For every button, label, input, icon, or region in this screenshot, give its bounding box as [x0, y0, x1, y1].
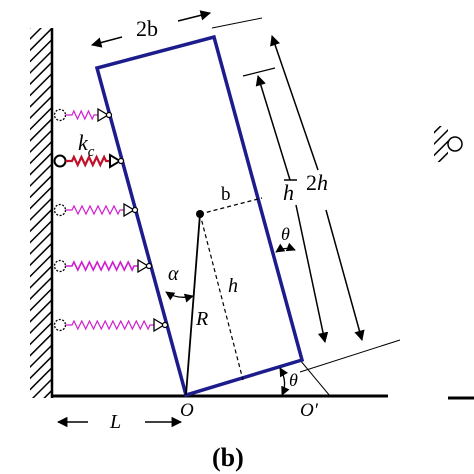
- theta-upper-arc: [275, 242, 296, 253]
- spring-anchor: [53, 203, 67, 217]
- adjacent-figure-node: [447, 136, 463, 152]
- theta-lower-arc: [279, 367, 290, 396]
- spring-coil: [65, 154, 110, 168]
- label-pivot-o: O: [180, 400, 194, 421]
- hbar-top-tick: [242, 67, 276, 77]
- label-h-bar: h: [283, 180, 294, 205]
- figure-caption: (b): [212, 443, 244, 472]
- spring-contact: [137, 258, 150, 274]
- label-alpha: α: [168, 263, 179, 285]
- hbar-arrow-top: [255, 74, 291, 181]
- spring-anchor: [53, 154, 67, 168]
- wall-hatching: [30, 28, 52, 398]
- label-spring-constant: kc: [78, 130, 95, 160]
- spring-contact: [153, 317, 166, 333]
- reference-line-bottom: [299, 339, 401, 373]
- spring-coil: [65, 260, 138, 272]
- spring-contact-point: [161, 321, 169, 329]
- alpha-arc: [165, 291, 194, 303]
- adjacent-figure-wall: [434, 126, 448, 162]
- spring-contact: [97, 107, 110, 123]
- spring-anchor: [53, 108, 67, 122]
- label-height: h: [228, 275, 238, 297]
- height-dashed: [199, 213, 244, 381]
- label-radius: R: [195, 308, 208, 330]
- hbar-arrow-bottom: [295, 204, 329, 344]
- spring-contact: [123, 202, 136, 218]
- width-arrow-right: [177, 10, 212, 22]
- label-width: 2b: [136, 16, 158, 41]
- radius-line: [185, 213, 201, 396]
- label-theta-upper: θ: [281, 224, 290, 244]
- label-theta-lower: θ: [289, 370, 298, 390]
- reference-line-theta: [299, 359, 331, 397]
- full-height-arrow-bottom: [325, 209, 365, 342]
- spring-contact-point: [117, 157, 125, 165]
- spring-contact-point: [131, 206, 139, 214]
- rocking-block: [94, 34, 305, 398]
- spring-contact-point: [145, 262, 153, 270]
- spring-contact: [109, 153, 122, 169]
- spring-coil: [65, 204, 124, 216]
- spring-anchor: [53, 259, 67, 273]
- label-half-width: b: [221, 184, 231, 205]
- spring-array: [53, 107, 169, 333]
- spring-anchor: [53, 318, 67, 332]
- full-height-arrow-top: [270, 35, 319, 171]
- label-distance: L: [109, 411, 121, 433]
- width-arrow-left: [90, 36, 123, 48]
- spring-coil: [65, 319, 154, 331]
- reference-line-top: [211, 17, 263, 29]
- spring-contact-point: [105, 111, 113, 119]
- half-width-dashed: [199, 197, 263, 215]
- spring-coil: [65, 109, 98, 121]
- label-full-height: 2h: [306, 170, 328, 195]
- label-pivot-o-prime: O′: [300, 400, 319, 421]
